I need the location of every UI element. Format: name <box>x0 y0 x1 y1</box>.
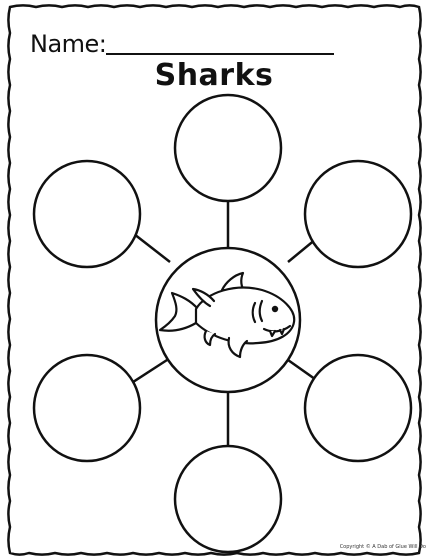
copyright-notice: Copyright © A Dab of Glue Will Do <box>340 544 426 550</box>
outer-circle-lower-left[interactable] <box>34 355 140 461</box>
outer-circle-upper-right[interactable] <box>305 161 411 267</box>
connector-lower-left <box>130 360 167 384</box>
name-write-line[interactable] <box>106 53 334 55</box>
outer-circle-bottom[interactable] <box>175 446 281 552</box>
name-label: Name: <box>30 30 106 58</box>
outer-circle-lower-right[interactable] <box>305 355 411 461</box>
connector-upper-left <box>134 234 170 262</box>
worksheet-title: Sharks <box>0 58 428 93</box>
outer-circle-upper-left[interactable] <box>34 161 140 267</box>
outer-circle-top[interactable] <box>175 95 281 201</box>
